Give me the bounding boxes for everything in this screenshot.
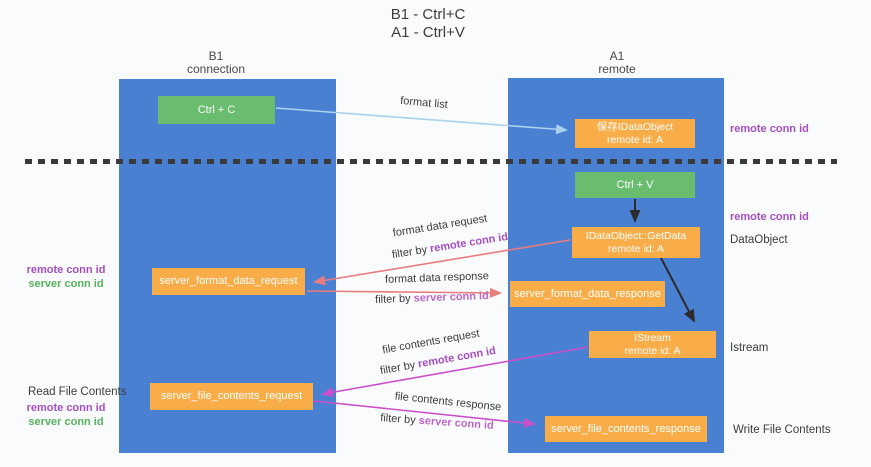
left-column-title: B1 [208,49,224,63]
save-dataobject-line1: 保存IDataObject [596,120,674,133]
remote-conn-id-text: remote conn id [429,230,509,256]
left-column-header: B1 connection [146,50,286,76]
server-format-data-response-box: server_format_data_response [510,281,665,307]
filter-by-text: filter by [379,358,420,378]
read-file-contents-label: Read File Contents [28,386,127,398]
dashed-separator-line [25,159,837,164]
filter-by-server-conn-id-label-1: filter by server conn id [342,289,522,307]
right-column-subtitle: remote [598,62,636,76]
remote-conn-id-text: remote conn id [417,344,497,371]
left-server-conn-id-2: server conn id [28,416,104,428]
server-conn-id-text: server conn id [413,290,490,305]
left-column-subtitle: connection [186,62,246,76]
title-line-1: B1 - Ctrl+C [390,6,466,23]
server-format-data-response-label: server_format_data_response [514,287,661,300]
server-file-contents-request-box: server_file_contents_request [150,383,313,410]
ctrl-v-label: Ctrl + V [616,178,654,191]
filter-by-text: filter by [379,412,420,427]
getdata-line2: remote id: A [607,242,665,255]
file-contents-response-label: file contents response [394,390,502,414]
getdata-line1: IDataObject::GetData [585,229,687,242]
format-data-response-label: format data response [384,270,490,286]
ctrl-v-box: Ctrl + V [575,172,695,198]
right-remote-conn-id-label-2: remote conn id [730,211,809,223]
diagram-title: B1 - Ctrl+C A1 - Ctrl+V [328,6,528,42]
istream-box: IStream remote id: A [589,331,716,358]
title-line-2: A1 - Ctrl+V [391,24,465,41]
right-column-title: A1 [609,49,625,63]
save-dataobject-box: 保存IDataObject remote id: A [575,119,695,148]
left-conn-id-pair-2: remote conn id server conn id [18,401,114,429]
left-remote-conn-id-1: remote conn id [26,264,106,276]
ctrl-c-box: Ctrl + C [158,96,275,124]
left-server-conn-id-1: server conn id [28,278,104,290]
server-file-contents-response-label: server_file_contents_response [551,422,701,435]
save-dataobject-line2: remote id: A [606,133,664,146]
format-list-label: format list [399,94,449,112]
right-column-header: A1 remote [547,50,687,76]
ctrl-c-label: Ctrl + C [197,103,236,116]
istream-line2: remote id: A [624,344,681,357]
left-conn-id-pair-1: remote conn id server conn id [18,263,114,291]
right-remote-conn-id-label-1: remote conn id [730,123,809,135]
server-file-contents-request-label: server_file_contents_request [160,390,303,402]
left-remote-conn-id-2: remote conn id [26,402,106,414]
server-format-data-request-box: server_format_data_request [152,268,305,295]
istream-side-label: Istream [730,342,769,354]
filter-by-text: filter by [374,292,414,306]
server-conn-id-text: server conn id [418,414,495,432]
dataobject-label: DataObject [730,234,788,246]
istream-line1: IStream [634,331,671,344]
write-file-contents-label: Write File Contents [733,424,831,436]
server-format-data-request-label: server_format_data_request [159,275,298,287]
getdata-box: IDataObject::GetData remote id: A [572,227,700,258]
server-file-contents-response-box: server_file_contents_response [545,416,707,442]
filter-by-text: filter by [391,243,432,262]
